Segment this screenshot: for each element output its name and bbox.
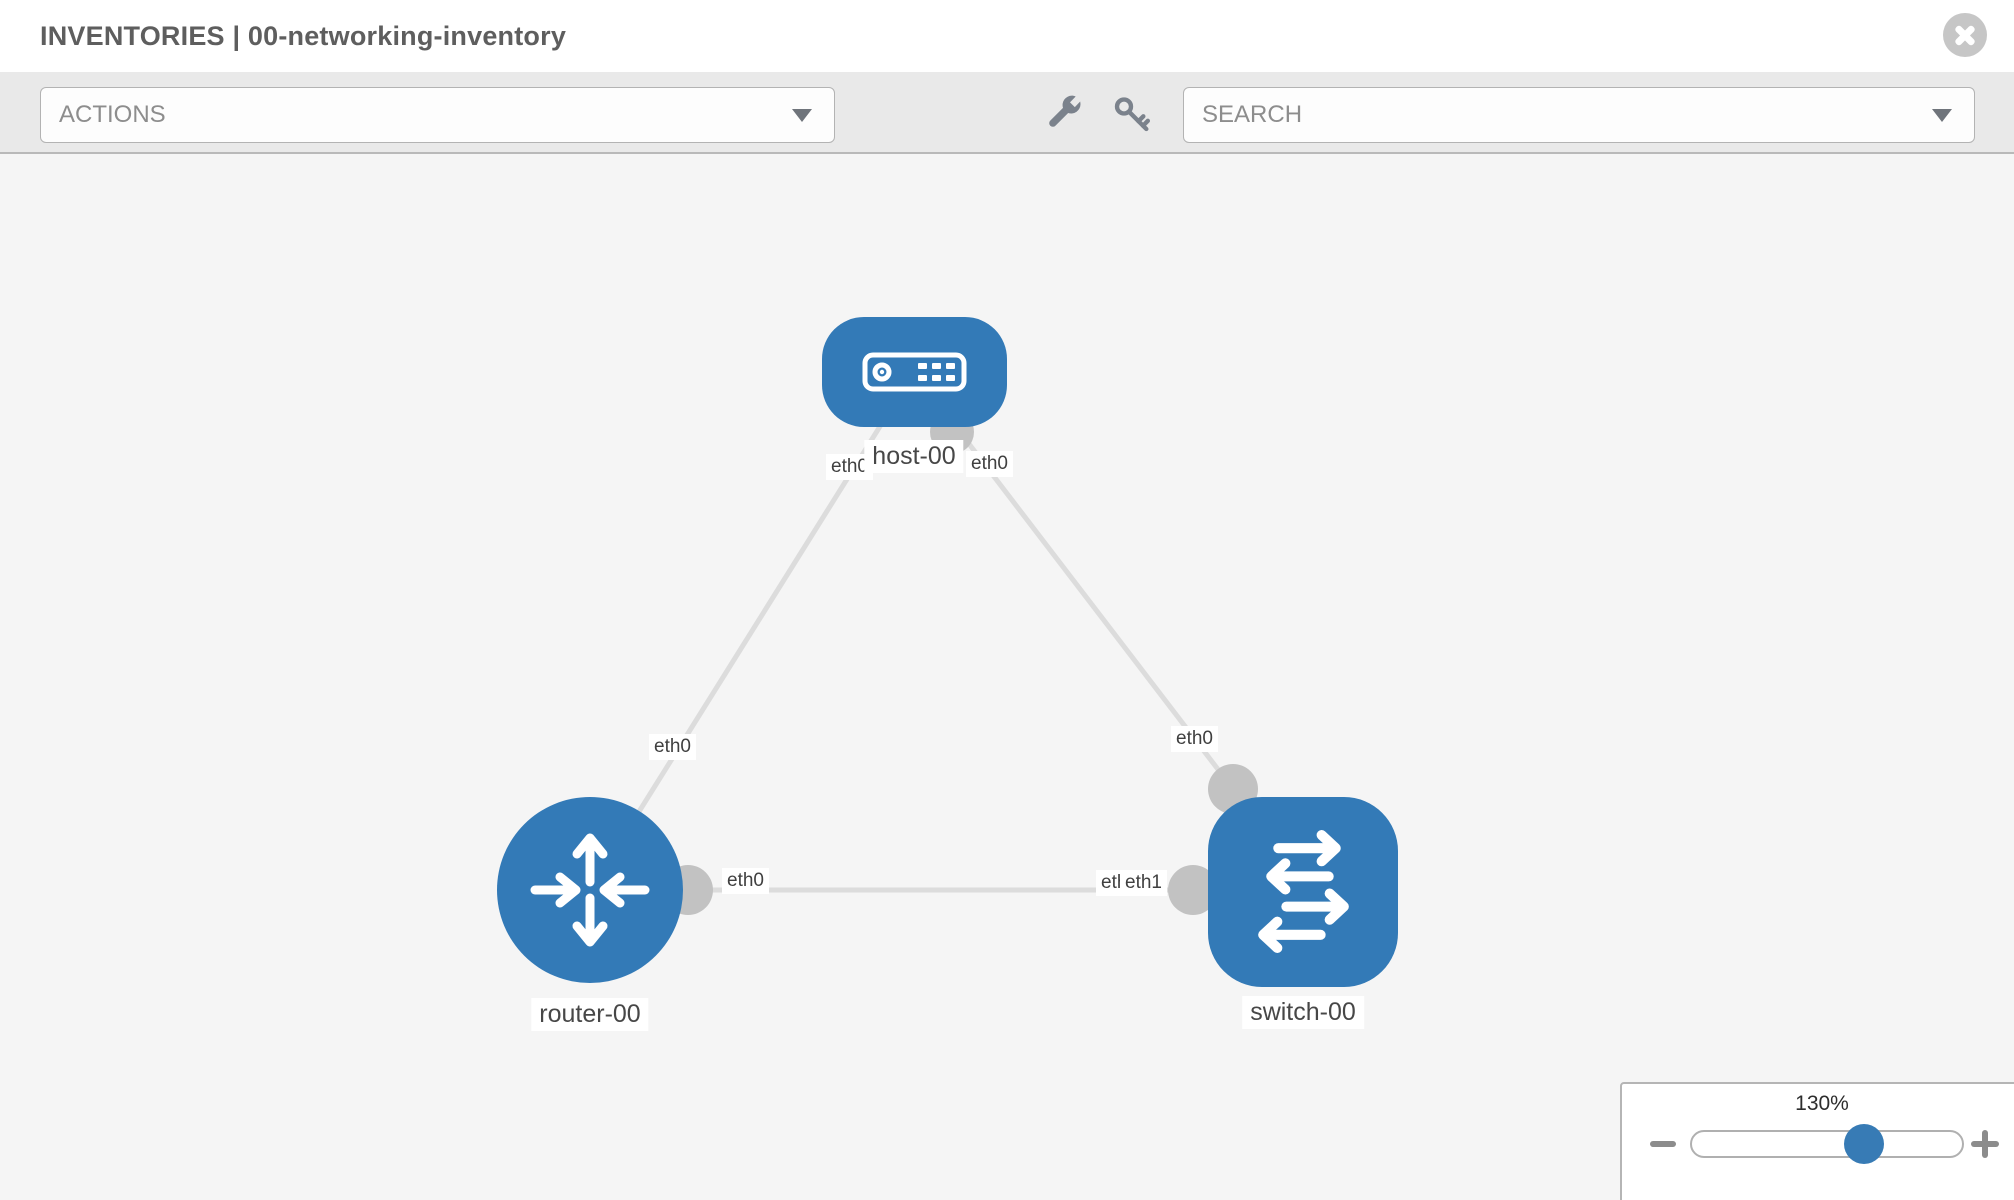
tools-button[interactable]: [1044, 94, 1084, 134]
if-label-router-eth0-upper: eth0: [649, 734, 696, 760]
node-label-router: router-00: [531, 998, 649, 1031]
zoom-level-value: 130%: [1795, 1092, 1849, 1115]
toolbar: ACTIONS SEARCH: [0, 72, 2014, 154]
host-icon: [862, 352, 967, 392]
router-icon: [530, 833, 650, 947]
actions-dropdown[interactable]: ACTIONS: [40, 87, 835, 143]
zoom-slider-handle[interactable]: [1844, 1124, 1884, 1164]
search-dropdown[interactable]: SEARCH: [1183, 87, 1975, 143]
if-label-host-eth0-right: eth0: [966, 451, 1013, 477]
if-label-switch-eth1: eth1: [1120, 870, 1167, 896]
node-label-switch: switch-00: [1242, 996, 1364, 1029]
header-bar: INVENTORIES | 00-networking-inventory: [0, 0, 2014, 72]
wrench-icon: [1049, 95, 1081, 127]
key-button[interactable]: [1112, 94, 1152, 134]
node-switch-00[interactable]: [1208, 797, 1398, 987]
zoom-slider-track[interactable]: [1690, 1130, 1964, 1158]
minus-icon: [1650, 1141, 1676, 1147]
links-layer: [587, 370, 1303, 915]
plus-icon: [1982, 1130, 1988, 1158]
if-label-router-eth0-lower: eth0: [722, 868, 769, 894]
search-dropdown-label: SEARCH: [1202, 101, 1303, 128]
connector-switch-left: [1168, 865, 1218, 915]
page-title: INVENTORIES | 00-networking-inventory: [40, 21, 567, 51]
close-button[interactable]: [1943, 13, 1987, 57]
switch-icon: [1257, 829, 1349, 953]
key-icon: [1114, 97, 1150, 132]
zoom-control-panel: 130%: [1620, 1082, 2014, 1200]
actions-dropdown-label: ACTIONS: [59, 101, 166, 128]
topology-canvas[interactable]: host-00 router-00 switch-00 eth0 eth0 et…: [0, 154, 2014, 1200]
zoom-in-button[interactable]: [1970, 1129, 2000, 1159]
chevron-down-icon: [1932, 108, 1952, 122]
zoom-out-button[interactable]: [1648, 1129, 1678, 1159]
node-host-00[interactable]: [822, 317, 1007, 427]
if-label-switch-eth0-upper: eth0: [1171, 726, 1218, 752]
chevron-down-icon: [792, 108, 812, 122]
node-label-host: host-00: [864, 440, 964, 473]
node-router-00[interactable]: [497, 797, 683, 983]
